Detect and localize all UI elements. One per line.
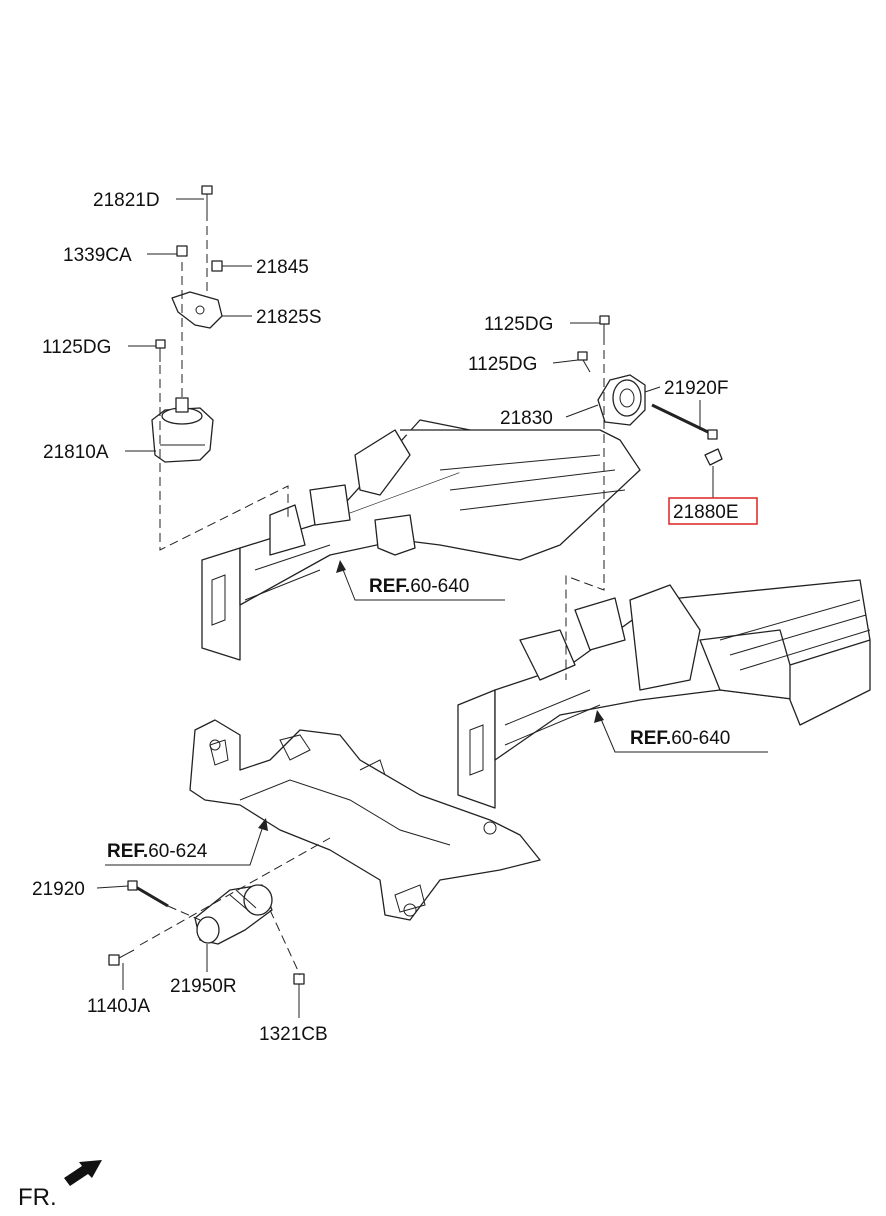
label-1339CA[interactable]: 1339CA [63, 245, 132, 266]
bolt-1125DG-mid [577, 351, 591, 373]
label-21920[interactable]: 21920 [32, 879, 85, 900]
label-1125DG-left[interactable]: 1125DG [42, 337, 111, 358]
transmission-mount-21830 [597, 374, 646, 426]
label-21950R[interactable]: 21950R [170, 976, 237, 997]
right-frame-rail [457, 579, 871, 809]
left-frame-rail [201, 419, 641, 661]
leader-lines [96, 198, 768, 1018]
roll-rod-21950R [194, 884, 273, 945]
bolt-1140JA [108, 949, 135, 966]
highlight-box [668, 497, 758, 525]
label-21825S[interactable]: 21825S [256, 307, 322, 328]
label-1125DG-top[interactable]: 1125DG [484, 314, 553, 335]
label-1125DG-mid[interactable]: 1125DG [468, 354, 537, 375]
label-21830[interactable]: 21830 [500, 408, 553, 429]
reference-labels: REF.60-640 REF.60-640 REF.60-624 [107, 576, 730, 862]
nut-1339CA [176, 245, 188, 257]
subframe [189, 719, 541, 921]
label-21821D[interactable]: 21821D [93, 190, 160, 211]
ref-label-60-640-upper[interactable]: REF.60-640 [369, 576, 469, 597]
bolt-21920F [651, 403, 718, 440]
bolt-21920 [127, 880, 169, 908]
engine-mount-21810A [151, 397, 214, 463]
front-direction-indicator: FR. [18, 1160, 102, 1211]
ref-label-60-640-lower[interactable]: REF.60-640 [630, 728, 730, 749]
ref-label-60-624[interactable]: REF.60-624 [107, 841, 208, 862]
label-21880E[interactable]: 21880E [673, 502, 739, 523]
label-21920F[interactable]: 21920F [664, 378, 728, 399]
nut-21845 [211, 260, 223, 272]
bracket-21825S [171, 291, 223, 329]
label-1140JA[interactable]: 1140JA [87, 996, 150, 1017]
label-21810A[interactable]: 21810A [43, 442, 109, 463]
bolt-1125DG-left [155, 339, 166, 362]
nut-1321CB [293, 973, 305, 985]
part-labels: 21821D 1339CA 21845 21825S 1125DG 21810A… [32, 190, 758, 1045]
front-label: FR. [18, 1184, 57, 1211]
alignment-lines [139, 212, 605, 976]
label-21845[interactable]: 21845 [256, 257, 309, 278]
clip-21880E [704, 448, 723, 466]
label-1321CB[interactable]: 1321CB [259, 1024, 328, 1045]
bolt-1125DG-top [599, 315, 610, 336]
bolt-21821D [201, 185, 213, 212]
front-arrow-icon [64, 1160, 102, 1186]
